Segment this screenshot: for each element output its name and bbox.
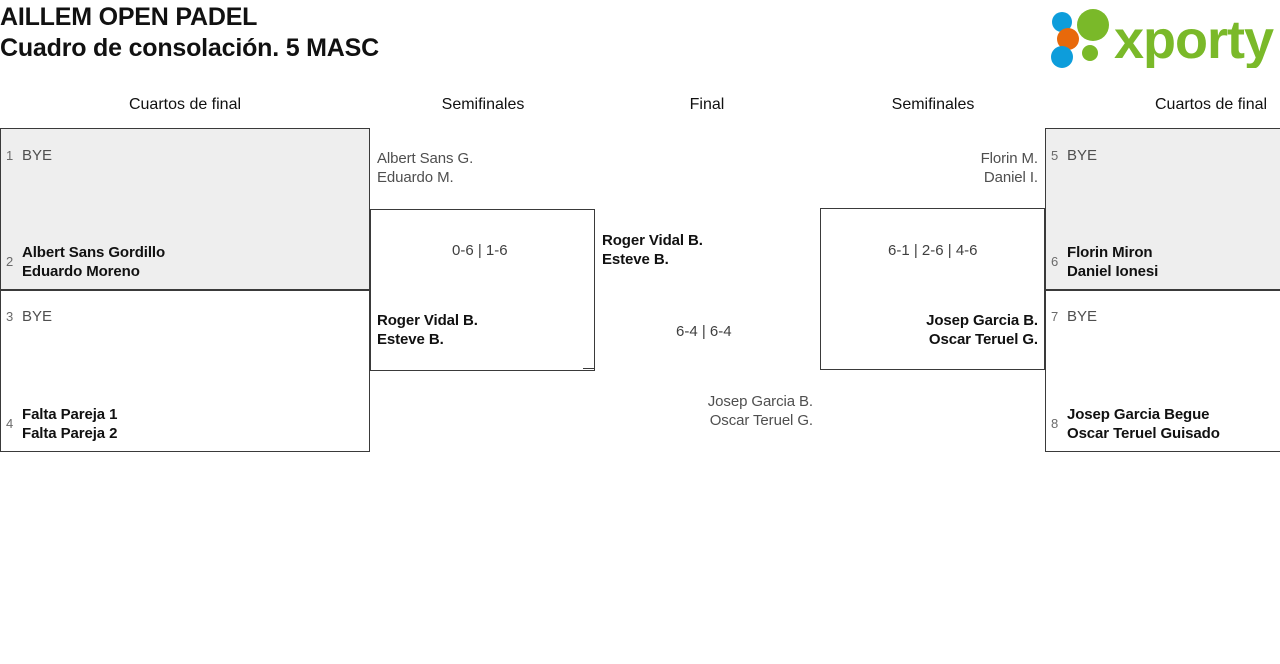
player-names: Florin Miron Daniel Ionesi — [1067, 243, 1158, 281]
entry-sf-right-top[interactable]: Florin M. Daniel I. — [838, 149, 1039, 187]
player-names: Josep Garcia Begue Oscar Teruel Guisado — [1067, 405, 1220, 443]
match-qf-left-bottom[interactable] — [0, 290, 370, 452]
player-line-1: BYE — [1067, 147, 1098, 164]
match-sf-right[interactable] — [820, 208, 1045, 370]
logo-wordmark: xporty — [1114, 10, 1274, 68]
player-names: Josep Garcia B. Oscar Teruel G. — [838, 311, 1038, 349]
final-connector-left — [594, 209, 595, 369]
logo-dot-green-small — [1082, 45, 1098, 61]
player-line-2: Daniel I. — [983, 169, 1038, 186]
player-line-1: Josep Garcia Begue — [1067, 406, 1210, 423]
column-header-quarterfinals-left: Cuartos de final — [128, 96, 242, 113]
seed-number: 4 — [6, 416, 14, 431]
entry-final-bottom[interactable]: Josep Garcia B. Oscar Teruel G. — [613, 392, 813, 430]
logo-dot-orange — [1057, 28, 1079, 50]
final-stub-bottom-left — [583, 368, 595, 369]
score-sf-right: 6-1 | 2-6 | 4-6 — [888, 242, 978, 259]
score-final: 6-4 | 6-4 — [676, 323, 732, 340]
entry-sf-left-top[interactable]: Albert Sans G. Eduardo M. — [377, 149, 473, 187]
match-qf-left-top[interactable] — [0, 128, 370, 290]
page-header: AILLEM OPEN PADEL Cuadro de consolación.… — [0, 0, 1280, 90]
player-line-1: Florin Miron — [1067, 244, 1153, 261]
score-sf-left: 0-6 | 1-6 — [452, 242, 508, 259]
column-header-final: Final — [689, 96, 725, 113]
match-qf-right-top[interactable] — [1045, 128, 1280, 290]
player-line-1: Florin M. — [980, 150, 1039, 167]
player-line-1: Albert Sans G. — [377, 150, 474, 167]
player-line-1: BYE — [22, 147, 53, 164]
seed-number: 1 — [6, 148, 14, 163]
column-header-semifinals-left: Semifinales — [441, 96, 525, 113]
column-header-quarterfinals-right: Cuartos de final — [1155, 96, 1268, 113]
seed-number: 8 — [1051, 416, 1059, 431]
tournament-title-block: AILLEM OPEN PADEL Cuadro de consolación.… — [0, 0, 379, 64]
entry-seed-1[interactable]: 1 BYE — [6, 146, 52, 165]
logo-dot-green-large — [1077, 9, 1109, 41]
match-qf-right-bottom[interactable] — [1045, 290, 1280, 452]
final-stub-top-left — [583, 209, 595, 210]
player-names: Albert Sans G. Eduardo M. — [377, 149, 473, 187]
player-line-1: Roger Vidal B. — [602, 232, 703, 249]
player-line-2: Daniel Ionesi — [1067, 263, 1159, 280]
seed-number: 3 — [6, 309, 14, 324]
xporty-logo-svg: xporty — [1051, 9, 1275, 70]
seed-number: 5 — [1051, 148, 1059, 163]
player-names: Josep Garcia B. Oscar Teruel G. — [613, 392, 813, 430]
player-names: Roger Vidal B. Esteve B. — [377, 311, 478, 349]
seed-number: 6 — [1051, 254, 1059, 269]
entry-seed-3[interactable]: 3 BYE — [6, 307, 52, 326]
player-line-1: Albert Sans Gordillo — [22, 244, 166, 261]
xporty-logo[interactable]: xporty — [1046, 6, 1275, 70]
tournament-name: AILLEM OPEN PADEL — [0, 3, 258, 31]
player-line-2: Esteve B. — [602, 251, 669, 268]
player-line-2: Falta Pareja 2 — [22, 425, 118, 442]
player-names: BYE — [22, 307, 52, 326]
entry-seed-7[interactable]: 7 BYE — [1051, 307, 1097, 326]
player-line-1: Roger Vidal B. — [377, 312, 478, 329]
player-names: BYE — [1067, 307, 1097, 326]
player-line-1: BYE — [22, 308, 53, 325]
seed-number: 2 — [6, 254, 14, 269]
entry-final-top[interactable]: Roger Vidal B. Esteve B. — [602, 231, 703, 269]
entry-seed-8[interactable]: 8 Josep Garcia Begue Oscar Teruel Guisad… — [1051, 405, 1220, 443]
logo-dot-blue-top — [1052, 12, 1072, 32]
player-line-2: Oscar Teruel Guisado — [1067, 425, 1220, 442]
player-names: BYE — [1067, 146, 1097, 165]
player-line-2: Oscar Teruel G. — [928, 331, 1038, 348]
seed-number: 7 — [1051, 309, 1059, 324]
player-line-1: Josep Garcia B. — [707, 393, 813, 410]
player-line-2: Eduardo M. — [377, 169, 454, 186]
player-names: Florin M. Daniel I. — [838, 149, 1039, 187]
entry-seed-6[interactable]: 6 Florin Miron Daniel Ionesi — [1051, 243, 1158, 281]
entry-seed-5[interactable]: 5 BYE — [1051, 146, 1097, 165]
player-line-1: Josep Garcia B. — [926, 312, 1038, 329]
entry-seed-4[interactable]: 4 Falta Pareja 1 Falta Pareja 2 — [6, 405, 117, 443]
entry-seed-2[interactable]: 2 Albert Sans Gordillo Eduardo Moreno — [6, 243, 165, 281]
player-names: BYE — [22, 146, 52, 165]
player-names: Albert Sans Gordillo Eduardo Moreno — [22, 243, 165, 281]
player-line-2: Oscar Teruel G. — [709, 412, 813, 429]
player-names: Falta Pareja 1 Falta Pareja 2 — [22, 405, 117, 443]
player-line-2: Esteve B. — [377, 331, 444, 348]
column-header-semifinals-right: Semifinales — [891, 96, 975, 113]
player-names: Roger Vidal B. Esteve B. — [602, 231, 703, 269]
player-line-1: BYE — [1067, 308, 1098, 325]
player-line-1: Falta Pareja 1 — [22, 406, 118, 423]
player-line-2: Eduardo Moreno — [22, 263, 140, 280]
entry-sf-left-bottom[interactable]: Roger Vidal B. Esteve B. — [377, 311, 478, 349]
entry-sf-right-bottom[interactable]: Josep Garcia B. Oscar Teruel G. — [838, 311, 1038, 349]
draw-subtitle: Cuadro de consolación. 5 MASC — [0, 34, 379, 62]
logo-dot-blue-bottom — [1051, 46, 1073, 68]
